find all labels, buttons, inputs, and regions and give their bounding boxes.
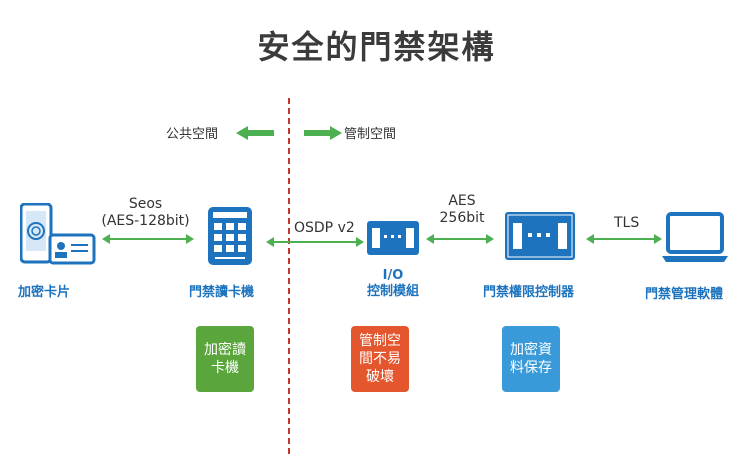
seos-protocol-label: Seos (AES-128bit) bbox=[101, 196, 190, 229]
card-reader-label: 門禁讀卡機 bbox=[189, 285, 255, 300]
card-reader-icon bbox=[208, 207, 252, 265]
feature-box-encrypted-reader: 加密讀 卡機 bbox=[196, 326, 254, 392]
management-software-label: 門禁管理軟體 bbox=[645, 287, 724, 302]
encrypted-card-label: 加密卡片 bbox=[18, 285, 71, 300]
osdp-link-arrow bbox=[266, 237, 364, 247]
phone-and-card-icon bbox=[20, 203, 96, 265]
feature-box-tamper-proof: 管制空 間不易 破壞 bbox=[351, 326, 409, 392]
arrow-left-icon bbox=[236, 126, 274, 140]
laptop-icon bbox=[662, 212, 728, 262]
access-controller-label: 門禁權限控制器 bbox=[483, 285, 575, 300]
seos-link-arrow bbox=[102, 234, 194, 244]
aes-link-arrow bbox=[426, 234, 494, 244]
page-title: 安全的門禁架構 bbox=[257, 28, 496, 66]
arrow-right-icon bbox=[304, 126, 342, 140]
io-module-label: I/O 控制模組 bbox=[366, 268, 419, 299]
osdp-protocol-label: OSDP v2 bbox=[294, 220, 355, 236]
access-controller-icon bbox=[505, 212, 575, 260]
feature-box-encrypted-storage: 加密資 料保存 bbox=[502, 326, 560, 392]
public-zone-label: 公共空間 bbox=[166, 127, 219, 142]
zone-divider bbox=[288, 98, 290, 454]
io-module-icon bbox=[367, 221, 419, 255]
controlled-zone-label: 管制空間 bbox=[344, 127, 397, 142]
tls-protocol-label: TLS bbox=[614, 215, 640, 231]
aes-protocol-label: AES 256bit bbox=[439, 193, 485, 226]
tls-link-arrow bbox=[586, 234, 662, 244]
